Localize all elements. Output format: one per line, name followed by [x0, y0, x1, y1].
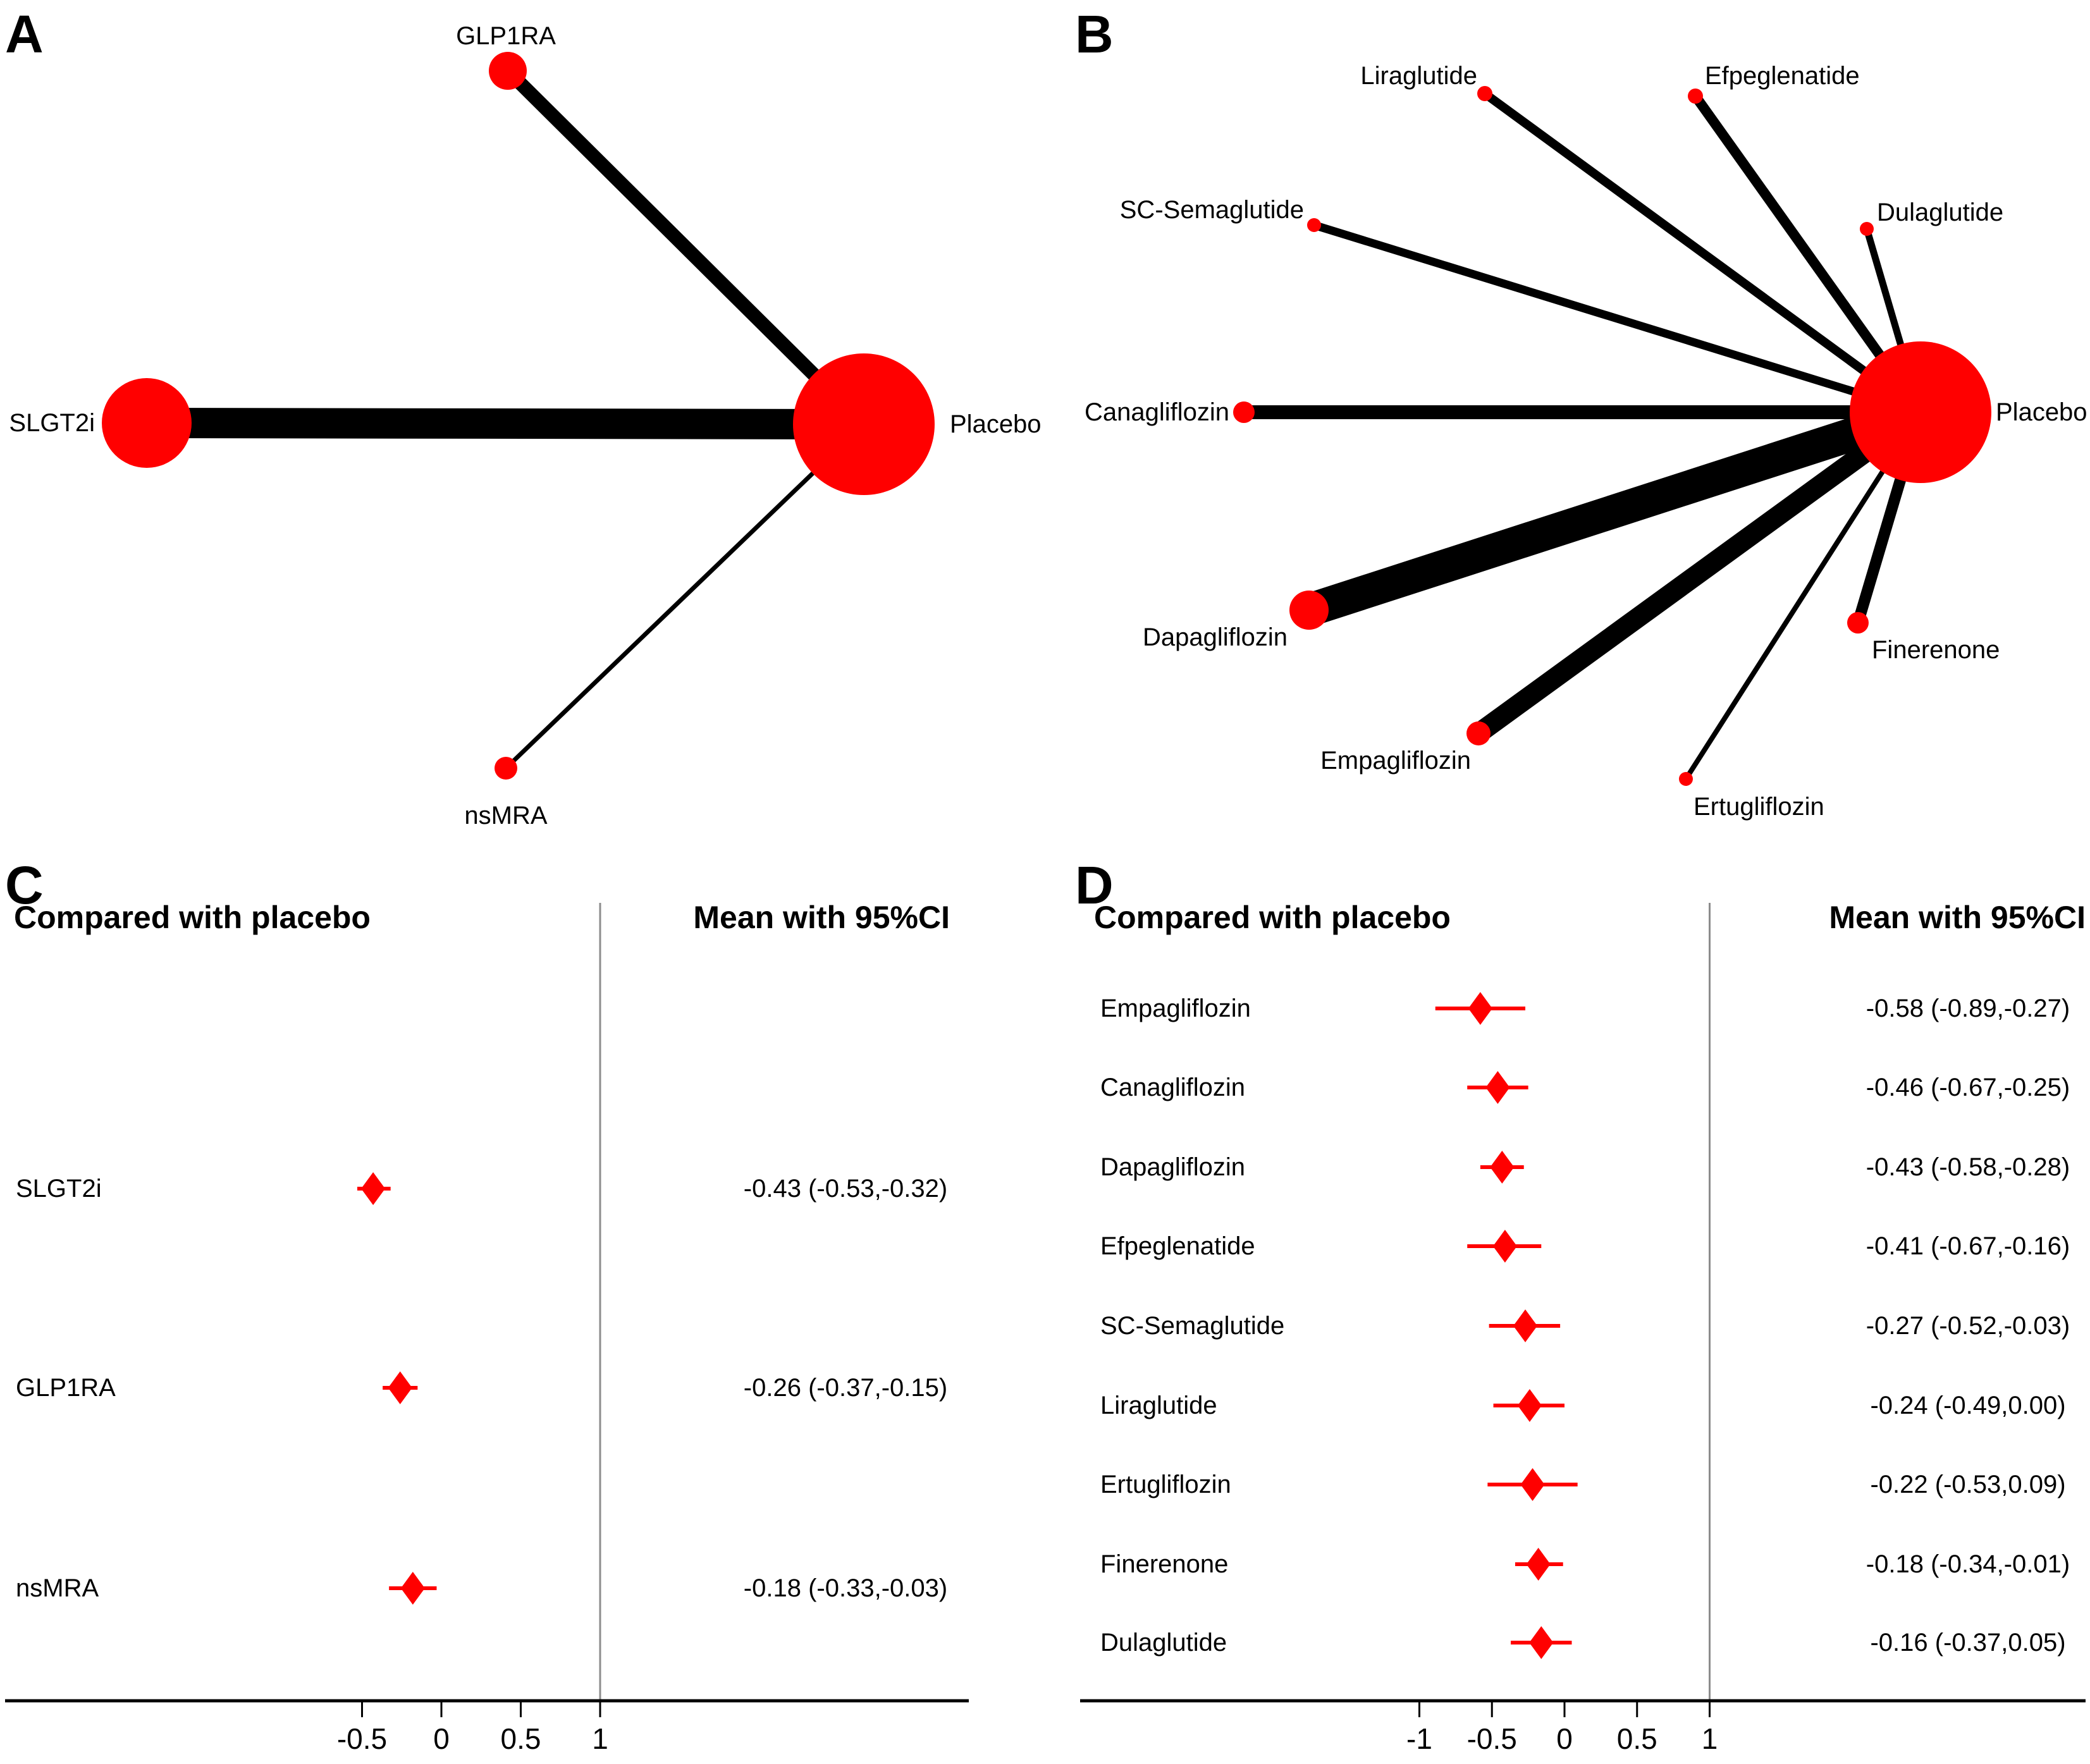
panel-d-header-left: Compared with placebo: [1094, 900, 1451, 935]
value-text-Ertugliflozin: -0.22 (-0.53,0.09): [1870, 1471, 2065, 1498]
panel-c-header-right: Mean with 95%CI: [693, 900, 950, 935]
row-label-Liraglutide: Liraglutide: [1100, 1392, 1217, 1419]
value-text-Empagliflozin: -0.58 (-0.89,-0.27): [1866, 995, 2070, 1022]
node-label-GLP1RA: GLP1RA: [456, 22, 556, 50]
node-label-Dapagliflozin: Dapagliflozin: [1143, 623, 1288, 651]
node-Efpeglenatide: [1688, 89, 1703, 104]
edge-Empagliflozin-Placebo: [1472, 404, 1927, 742]
node-Placebo: [793, 353, 935, 495]
mean-diamond-SC-Semaglutide: [1513, 1309, 1538, 1342]
x-tick-label-C-0: 0: [433, 1722, 450, 1755]
node-label-Dulaglutide: Dulaglutide: [1877, 199, 2003, 226]
node-label-Empagliflozin: Empagliflozin: [1320, 747, 1471, 775]
row-label-GLP1RA: GLP1RA: [16, 1374, 116, 1402]
edge-GLP1RA-Placebo: [503, 66, 869, 429]
node-Empagliflozin: [1466, 721, 1491, 745]
value-text-Efpeglenatide: -0.41 (-0.67,-0.16): [1866, 1232, 2070, 1260]
mean-diamond-Empagliflozin: [1468, 992, 1492, 1025]
node-Dapagliflozin: [1289, 591, 1329, 630]
value-text-Liraglutide: -0.24 (-0.49,0.00): [1870, 1392, 2065, 1419]
node-Liraglutide: [1477, 86, 1492, 101]
x-tick-label-C-1: 1: [592, 1722, 608, 1755]
node-label-Canagliflozin: Canagliflozin: [1085, 398, 1229, 426]
mean-diamond-Finerenone: [1526, 1548, 1551, 1581]
mean-diamond-Dulaglutide: [1529, 1626, 1554, 1659]
row-label-Dulaglutide: Dulaglutide: [1100, 1629, 1227, 1657]
node-label-SC-Semaglutide: SC-Semaglutide: [1120, 196, 1304, 224]
panel-letter-d: D: [1075, 855, 1114, 915]
edge-SC-Semaglutide-Placebo: [1313, 221, 1922, 417]
edge-Liraglutide-Placebo: [1482, 90, 1924, 416]
node-nsMRA: [495, 757, 517, 780]
x-tick-label-D--0.5: -0.5: [1467, 1722, 1517, 1755]
mean-diamond-SLGT2i: [361, 1172, 386, 1205]
value-text-nsMRA: -0.18 (-0.33,-0.03): [744, 1574, 947, 1602]
value-text-Canagliflozin: -0.46 (-0.67,-0.25): [1866, 1074, 2070, 1101]
mean-diamond-nsMRA: [400, 1572, 425, 1605]
node-Canagliflozin: [1233, 401, 1255, 423]
mean-diamond-Liraglutide: [1517, 1389, 1542, 1422]
node-label-Placebo: Placebo: [1996, 398, 2087, 426]
row-label-SLGT2i: SLGT2i: [16, 1175, 102, 1203]
node-label-Liraglutide: Liraglutide: [1360, 62, 1477, 90]
value-text-SC-Semaglutide: -0.27 (-0.52,-0.03): [1866, 1312, 2070, 1340]
row-label-nsMRA: nsMRA: [16, 1574, 99, 1602]
row-label-Empagliflozin: Empagliflozin: [1100, 995, 1251, 1022]
row-label-SC-Semaglutide: SC-Semaglutide: [1100, 1312, 1284, 1340]
x-tick-label-C--0.5: -0.5: [337, 1722, 387, 1755]
value-text-Dulaglutide: -0.16 (-0.37,0.05): [1870, 1629, 2065, 1657]
panel-letter-a: A: [5, 4, 44, 64]
mean-diamond-GLP1RA: [388, 1371, 412, 1404]
value-text-Dapagliflozin: -0.43 (-0.58,-0.28): [1866, 1153, 2070, 1181]
node-Ertugliflozin: [1679, 772, 1693, 786]
panel-letter-b: B: [1075, 4, 1114, 64]
node-Placebo: [1850, 341, 1991, 483]
node-GLP1RA: [489, 52, 527, 90]
node-label-SLGT2i: SLGT2i: [9, 409, 95, 437]
node-label-Efpeglenatide: Efpeglenatide: [1705, 62, 1860, 90]
row-label-Ertugliflozin: Ertugliflozin: [1100, 1471, 1231, 1498]
row-label-Efpeglenatide: Efpeglenatide: [1100, 1232, 1255, 1260]
node-label-Finerenone: Finerenone: [1872, 636, 2000, 664]
node-Dulaglutide: [1860, 222, 1874, 236]
mean-diamond-Efpeglenatide: [1492, 1230, 1517, 1263]
edge-Dapagliflozin-Placebo: [1303, 396, 1926, 627]
node-SLGT2i: [102, 378, 192, 468]
node-label-nsMRA: nsMRA: [464, 802, 547, 830]
x-tick-label-C-0.5: 0.5: [501, 1722, 541, 1755]
node-Finerenone: [1847, 612, 1869, 634]
value-text-GLP1RA: -0.26 (-0.37,-0.15): [744, 1374, 947, 1402]
x-tick-label-D--1: -1: [1406, 1722, 1432, 1755]
row-label-Dapagliflozin: Dapagliflozin: [1100, 1153, 1245, 1181]
edge-SLGT2i-Placebo: [146, 408, 864, 439]
mean-diamond-Canagliflozin: [1485, 1071, 1510, 1104]
panel-letter-c: C: [5, 855, 44, 915]
x-tick-label-D-0: 0: [1556, 1722, 1573, 1755]
value-text-SLGT2i: -0.43 (-0.53,-0.32): [744, 1175, 947, 1203]
node-label-Placebo: Placebo: [950, 410, 1042, 438]
panel-d-header-right: Mean with 95%CI: [1829, 900, 2086, 935]
value-text-Finerenone: -0.18 (-0.34,-0.01): [1866, 1550, 2070, 1578]
edge-nsMRA-Placebo: [504, 422, 866, 770]
row-label-Finerenone: Finerenone: [1100, 1550, 1228, 1578]
node-SC-Semaglutide: [1307, 218, 1321, 232]
x-tick-label-D-1: 1: [1702, 1722, 1718, 1755]
edge-Ertugliflozin-Placebo: [1683, 410, 1923, 781]
mean-diamond-Ertugliflozin: [1520, 1468, 1545, 1501]
panel-c-header-left: Compared with placebo: [14, 900, 371, 935]
mean-diamond-Dapagliflozin: [1490, 1151, 1515, 1184]
node-label-Ertugliflozin: Ertugliflozin: [1694, 793, 1824, 821]
x-tick-label-D-0.5: 0.5: [1617, 1722, 1657, 1755]
row-label-Canagliflozin: Canagliflozin: [1100, 1074, 1245, 1101]
